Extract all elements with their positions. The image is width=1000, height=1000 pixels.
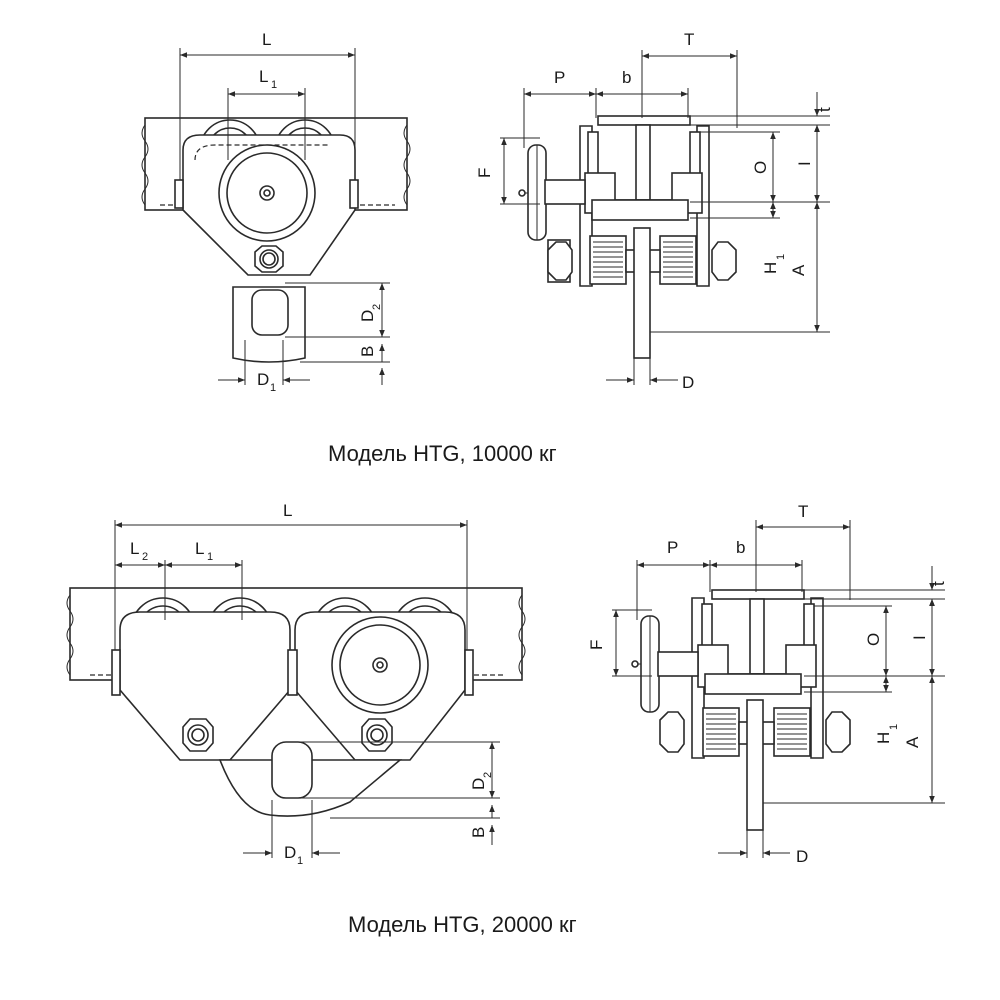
dimensions-front-10000 bbox=[179, 48, 390, 385]
label-T-2: T bbox=[798, 502, 808, 521]
caption-20000: Модель HTG, 20000 кг bbox=[348, 912, 577, 937]
hand-wheel-2 bbox=[331, 616, 429, 714]
label-F-2: F bbox=[587, 640, 606, 650]
label-A-2: A bbox=[903, 736, 922, 748]
label-L1-2-sub: 1 bbox=[207, 551, 213, 563]
label-F: F bbox=[475, 168, 494, 178]
label-b-2: b bbox=[736, 538, 745, 557]
label-L1: L bbox=[259, 67, 268, 86]
label-D2-2-sub: 2 bbox=[482, 772, 494, 778]
dimensions-front-20000 bbox=[114, 520, 500, 858]
dimensions-side-20000 bbox=[612, 520, 945, 858]
label-D2-2: D bbox=[469, 778, 488, 790]
front-view-20000: L L 2 L 1 D 2 B D 1 bbox=[66, 501, 526, 867]
hand-wheel-side bbox=[518, 144, 586, 241]
label-T: T bbox=[684, 30, 694, 49]
label-L2-sub: 2 bbox=[142, 551, 148, 563]
side-view-20000: T P b t F O I H 1 A D bbox=[587, 502, 948, 866]
label-A: A bbox=[789, 264, 808, 276]
hand-wheel bbox=[218, 144, 316, 242]
label-L2: L bbox=[130, 539, 139, 558]
label-t-2: t bbox=[929, 581, 948, 586]
suspension-axle bbox=[547, 227, 737, 359]
label-b: b bbox=[622, 68, 631, 87]
label-H1: H bbox=[761, 262, 780, 274]
label-H1-sub: 1 bbox=[775, 254, 787, 260]
bolt-nut-2 bbox=[182, 718, 393, 752]
label-t: t bbox=[815, 107, 834, 112]
label-D-2: D bbox=[796, 847, 808, 866]
label-L1-2: L bbox=[195, 539, 204, 558]
label-O-2: O bbox=[864, 633, 883, 646]
dimensions-side-10000 bbox=[500, 50, 830, 385]
label-D2-sub: 2 bbox=[371, 304, 383, 310]
label-D: D bbox=[682, 373, 694, 392]
label-D1-sub: 1 bbox=[270, 382, 276, 394]
label-I-2: I bbox=[910, 635, 929, 640]
label-P-2: P bbox=[667, 538, 678, 557]
front-view-10000: L L 1 D 2 B D 1 bbox=[141, 30, 411, 394]
label-D1-2-sub: 1 bbox=[297, 855, 303, 867]
label-O: O bbox=[751, 161, 770, 174]
label-D2: D bbox=[358, 310, 377, 322]
label-B-2: B bbox=[469, 827, 488, 838]
label-L-2: L bbox=[283, 501, 292, 520]
label-H1-2-sub: 1 bbox=[888, 724, 900, 730]
bolt-nut bbox=[254, 245, 284, 273]
label-D1: D bbox=[257, 370, 269, 389]
caption-10000: Модель HTG, 10000 кг bbox=[328, 441, 557, 466]
label-D1-2: D bbox=[284, 843, 296, 862]
label-L: L bbox=[262, 30, 271, 49]
hand-wheel-side-2 bbox=[631, 615, 699, 713]
suspension-axle-2 bbox=[659, 699, 851, 831]
label-I: I bbox=[795, 161, 814, 166]
load-eye bbox=[271, 741, 313, 799]
side-view-10000: T P b t F O I H 1 A D bbox=[475, 30, 834, 392]
label-P: P bbox=[554, 68, 565, 87]
load-suspension bbox=[232, 286, 306, 363]
label-L1-sub: 1 bbox=[271, 79, 277, 91]
label-B: B bbox=[358, 346, 377, 357]
label-H1-2: H bbox=[874, 732, 893, 744]
